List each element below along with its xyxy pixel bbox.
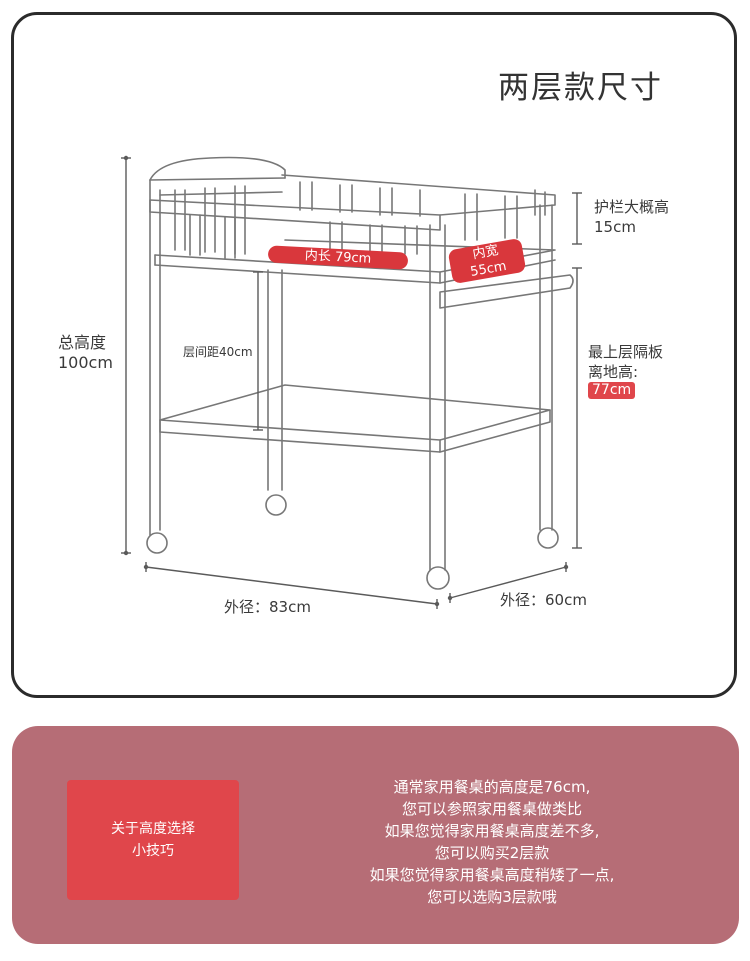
tip-line: 如果您觉得家用餐桌高度差不多, (384, 822, 600, 840)
tip-line: 通常家用餐桌的高度是76cm, (393, 778, 591, 796)
height-tips-panel: 关于高度选择 小技巧 通常家用餐桌的高度是76cm, 您可以参照家用餐桌做类比 … (12, 726, 739, 944)
outer-length-label: 外径：83cm (224, 598, 311, 616)
tip-line: 如果您觉得家用餐桌高度稍矮了一点, (369, 866, 615, 884)
tips-heading-box: 关于高度选择 小技巧 (67, 780, 239, 900)
tip-line: 您可以参照家用餐桌做类比 (401, 800, 582, 818)
dimension-panel (11, 12, 737, 698)
tip-line: 您可以选购3层款哦 (427, 888, 557, 906)
outer-width-label: 外径：60cm (500, 591, 587, 609)
guardrail-height-label: 护栏大概高 15cm (594, 198, 670, 236)
tips-heading-line1: 关于高度选择 (111, 821, 195, 837)
page-title: 两层款尺寸 (498, 70, 663, 106)
total-height-label: 总高度 100cm (58, 333, 113, 372)
layer-gap-label: 层间距40cm (183, 345, 253, 359)
tips-heading-line2: 小技巧 (132, 843, 174, 859)
top-layer-height-label: 最上层隔板 离地高: (588, 343, 664, 381)
tips-text: 通常家用餐桌的高度是76cm, 您可以参照家用餐桌做类比 如果您觉得家用餐桌高度… (282, 776, 702, 908)
tip-line: 您可以购买2层款 (434, 844, 550, 862)
top-layer-height-value: 77cm (588, 382, 636, 399)
